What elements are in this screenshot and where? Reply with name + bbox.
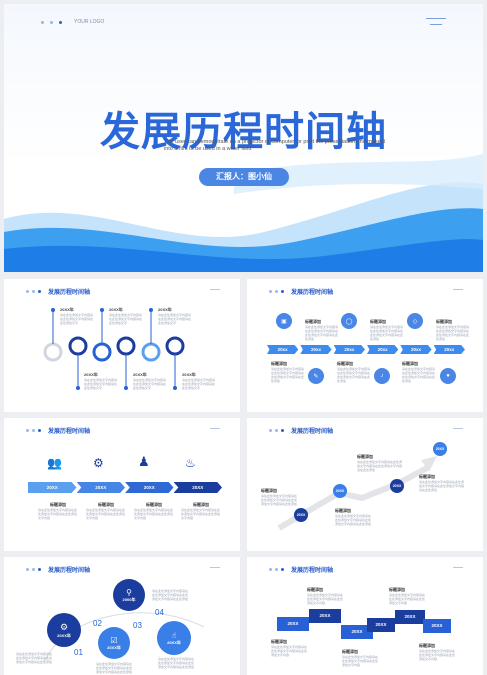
cover-dots — [41, 21, 62, 24]
location-circle: ⚲2000年 — [113, 579, 145, 611]
arc-line — [43, 612, 205, 663]
pin-bottom-2: 20XX年请在此处添加文字内容请在此处添加文字内容请在此处添加文字 — [133, 372, 167, 390]
slide-growth-arrow[interactable]: 发展历程时间轴 20XX 20XX 20XX 20XX 标题添加请在此处添加文字… — [247, 418, 483, 551]
chat-icon: ◯ — [341, 313, 357, 329]
fire-icon: ♨ — [185, 456, 196, 470]
num-03: 03 — [133, 621, 142, 630]
slide-header: 发展历程时间轴 — [26, 565, 90, 574]
bell-icon: ♪ — [374, 368, 390, 384]
chevron-band: 20XX 20XX 20XX 20XX — [28, 482, 222, 493]
arc-text-2: 请在此处添加文字内容请在此处添加文字内容请在此处添加文字内容请在此处添加 — [16, 652, 53, 664]
edit-icon: ✎ — [308, 368, 324, 384]
shirt-icon: ▣ — [276, 313, 292, 329]
num-04: 04 — [155, 608, 164, 617]
num-01: 01 — [74, 648, 83, 657]
wave-decoration — [4, 154, 483, 272]
pin-bottom-3: 20XX年请在此处添加文字内容请在此处添加文字内容请在此处添加文字 — [182, 372, 216, 390]
chevron-item-4: 标题添加请在此处添加文字内容请在此处添加文字内容请在此处添加文字内容 — [181, 502, 221, 520]
pins-timeline — [43, 308, 185, 390]
chevron-3: 20XX — [125, 482, 174, 493]
chevron-item-2: 标题添加请在此处添加文字内容请在此处添加文字内容请在此处添加文字内容 — [86, 502, 126, 520]
slide-arc-circles[interactable]: 发展历程时间轴 ⚙20XX年 ☑20XX年 ⚲2000年 ☝20XX年 01 0… — [4, 557, 240, 675]
cover-slide[interactable]: YOUR LOGO 发展历程时间轴 The user can demonstra… — [4, 4, 483, 272]
chevron-2: 20XX — [76, 482, 125, 493]
band-seg-1: 20xx — [267, 345, 299, 354]
band-item-1: 标题添加请在此处添加文字内容请在此处添加文字内容请在此处添加文字内容请在此处添加 — [305, 319, 339, 341]
band-seg-5: 20xx — [400, 345, 432, 354]
step-item-2: 标题添加请在此处添加文字内容请在此处添加文字内容请在此处添加文字内容 — [389, 587, 426, 605]
chevron-4: 20XX — [173, 482, 222, 493]
chevron-item-1: 标题添加请在此处添加文字内容请在此处添加文字内容请在此处添加文字内容 — [38, 502, 78, 520]
location-icon: ⚲ — [126, 587, 132, 597]
logo: YOUR LOGO — [74, 19, 105, 25]
step-item-5: 标题添加请在此处添加文字内容请在此处添加文字内容请在此处添加文字内容 — [419, 643, 456, 661]
thumb-circle: ☝20XX年 — [157, 621, 191, 655]
chevron-item-3: 标题添加请在此处添加文字内容请在此处添加文字内容请在此处添加文字内容 — [134, 502, 174, 520]
step-2: 20XX — [309, 609, 341, 623]
check-circle: ☑20XX年 — [98, 627, 130, 659]
growth-node-4: 20XX — [433, 442, 447, 456]
slide-header: 发展历程时间轴 — [26, 426, 90, 435]
growth-node-1: 20XX — [294, 508, 308, 522]
team-icon: 👥 — [47, 456, 62, 470]
pin-bottom-1: 20XX年请在此处添加文字内容请在此处添加文字内容请在此处添加文字 — [84, 372, 118, 390]
step-4: 20XX — [367, 618, 395, 632]
drop-icon: ● — [440, 368, 456, 384]
growth-item-2: 标题添加请在此处添加文字内容请在此处添加文字内容请在此处添加文字内容请在此处添加 — [335, 508, 372, 526]
step-5: 20XX — [395, 610, 425, 624]
slide-arrow-band[interactable]: 发展历程时间轴 20xx 20xx 20xx 20xx 20xx 20xx ▣ … — [247, 279, 483, 412]
step-1: 20XX — [277, 617, 309, 631]
chevron-1: 20XX — [28, 482, 77, 493]
band-item-3: 标题添加请在此处添加文字内容请在此处添加文字内容请在此处添加文字内容请在此处添加 — [436, 319, 470, 341]
step-item-3: 标题添加请在此处添加文字内容请在此处添加文字内容请在此处添加文字内容 — [271, 639, 308, 657]
band-item-5: 标题添加请在此处添加文字内容请在此处添加文字内容请在此处添加文字内容请在此处添加 — [337, 361, 371, 383]
step-item-1: 标题添加请在此处添加文字内容请在此处添加文字内容请在此处添加文字内容 — [307, 587, 344, 605]
arc-text-4: 请在此处添加文字内容请在此处添加文字内容请在此处添加文字内容请在此处添加 — [158, 657, 195, 669]
cover-subtitle: The user can demonstrate on a projector … — [164, 139, 386, 152]
pin-top-3: 20XX年请在此处添加文字内容请在此处添加文字内容请在此处添加文字 — [158, 307, 192, 325]
band-seg-6: 20xx — [433, 345, 465, 354]
arc-text-1: 请在此处添加文字内容请在此处添加文字内容请在此处添加文字内容请在此处添加 — [152, 589, 189, 601]
cover-title: 发展历程时间轴 — [100, 110, 387, 154]
presenter-badge[interactable]: 汇报人：图小仙 — [199, 168, 289, 186]
person-icon: ♟ — [138, 454, 150, 469]
band-seg-4: 20xx — [366, 345, 399, 354]
slide-header: 发展历程时间轴 — [269, 565, 333, 574]
arrow-band: 20xx 20xx 20xx 20xx 20xx 20xx — [267, 345, 465, 354]
slide-pins[interactable]: 发展历程时间轴 20XX年请在此处添加文字内容请在此处添加文字内容请在此处添加文… — [4, 279, 240, 412]
slide-header: 发展历程时间轴 — [26, 287, 90, 296]
settings-icon: ⚙ — [93, 456, 104, 470]
growth-item-3: 标题添加请在此处添加文字内容请在此处添加文字内容请在此处添加文字内容请在此处添加 — [357, 454, 403, 472]
growth-item-4: 标题添加请在此处添加文字内容请在此处添加文字内容请在此处添加文字内容请在此处添加 — [419, 474, 465, 492]
growth-node-2: 20XX — [333, 484, 347, 498]
slide-header: 发展历程时间轴 — [269, 426, 333, 435]
band-item-6: 标题添加请在此处添加文字内容请在此处添加文字内容请在此处添加文字内容请在此处添加 — [402, 361, 436, 383]
growth-node-3: 20XX — [390, 479, 404, 493]
menu-icon[interactable] — [426, 18, 446, 25]
growth-arrow — [277, 456, 437, 531]
step-3: 20XX — [341, 625, 373, 639]
band-seg-3: 20xx — [333, 345, 365, 354]
slide-header: 发展历程时间轴 — [269, 287, 333, 296]
arc-text-3: 请在此处添加文字内容请在此处添加文字内容请在此处添加文字内容请在此处添加 — [96, 662, 133, 674]
band-item-2: 标题添加请在此处添加文字内容请在此处添加文字内容请在此处添加文字内容请在此处添加 — [370, 319, 404, 341]
num-02: 02 — [93, 619, 102, 628]
thumb-icon: ☝ — [171, 630, 177, 640]
gear-circle: ⚙20XX年 — [47, 613, 81, 647]
band-seg-2: 20xx — [300, 345, 332, 354]
step-6: 20XX — [423, 619, 451, 633]
gear-icon: ⚙ — [59, 621, 69, 632]
growth-item-1: 标题添加请在此处添加文字内容请在此处添加文字内容请在此处添加文字内容请在此处添加 — [261, 488, 298, 506]
pin-top-1: 20XX年请在此处添加文字内容请在此处添加文字内容请在此处添加文字 — [60, 307, 94, 325]
check-icon: ☑ — [110, 635, 118, 645]
slide-chevrons[interactable]: 发展历程时间轴 👥 ⚙ ♟ ♨ 20XX 20XX 20XX 20XX 标题添加… — [4, 418, 240, 551]
step-item-4: 标题添加请在此处添加文字内容请在此处添加文字内容请在此处添加文字内容 — [342, 649, 379, 667]
diamond-icon: ◇ — [407, 313, 423, 329]
pin-top-2: 20XX年请在此处添加文字内容请在此处添加文字内容请在此处添加文字 — [109, 307, 143, 325]
band-item-4: 标题添加请在此处添加文字内容请在此处添加文字内容请在此处添加文字内容请在此处添加 — [271, 361, 305, 383]
slide-steps[interactable]: 发展历程时间轴 20XX 20XX 20XX 20XX 20XX 20XX 标题… — [247, 557, 483, 675]
